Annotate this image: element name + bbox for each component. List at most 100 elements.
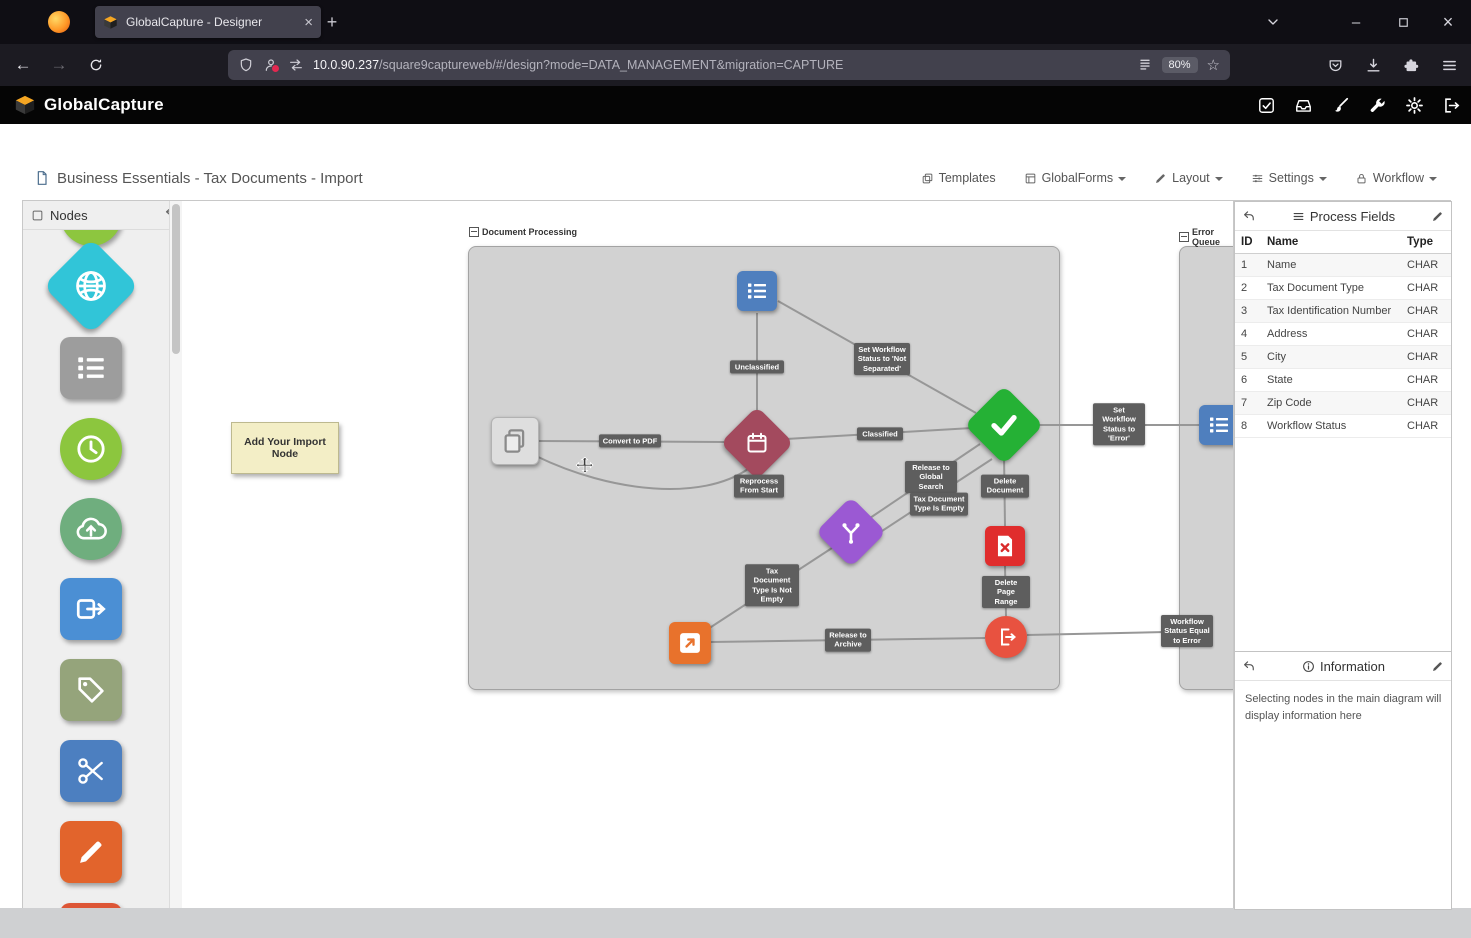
- globalforms-menu[interactable]: GlobalForms: [1024, 171, 1127, 185]
- firefox-icon[interactable]: [48, 11, 70, 33]
- delete-page-range-node[interactable]: [985, 526, 1025, 566]
- collapse-icon[interactable]: [1179, 232, 1189, 242]
- classify-node[interactable]: [737, 271, 777, 311]
- group-label[interactable]: Error Queue: [1179, 227, 1233, 247]
- table-row[interactable]: 5 City CHAR: [1235, 346, 1451, 369]
- sign-out-icon[interactable]: [1441, 95, 1461, 115]
- table-row[interactable]: 1 Name CHAR: [1235, 254, 1451, 277]
- batch-tray-icon[interactable]: [1293, 95, 1313, 115]
- templates-menu[interactable]: Templates: [921, 171, 996, 185]
- collapse-icon[interactable]: [469, 227, 479, 237]
- edge-label[interactable]: Convert to PDF: [599, 434, 661, 448]
- notification-dot: [271, 64, 280, 73]
- undock-arrow-icon[interactable]: [1242, 209, 1256, 223]
- tab-list-chevron-icon[interactable]: [1259, 8, 1287, 36]
- scissors-icon: [75, 755, 107, 787]
- validate-check-icon[interactable]: [1256, 95, 1276, 115]
- sidebar-node-classify[interactable]: [60, 337, 122, 399]
- archive-node[interactable]: [669, 622, 711, 664]
- edge-label[interactable]: Unclassified: [730, 360, 784, 374]
- image-export-icon: [676, 629, 704, 657]
- globalcapture-logo-icon[interactable]: [14, 94, 36, 116]
- sidebar-node-release[interactable]: [60, 578, 122, 640]
- zoom-indicator[interactable]: 80%: [1161, 57, 1198, 73]
- scrollbar-thumb[interactable]: [172, 204, 180, 354]
- workflow-lock-icon: [1355, 172, 1368, 185]
- edit-pencil-icon[interactable]: [1431, 210, 1444, 223]
- settings-sliders-icon: [1251, 172, 1264, 185]
- end-node[interactable]: [985, 616, 1027, 658]
- downloads-icon[interactable]: [1359, 51, 1387, 79]
- browser-tab[interactable]: GlobalCapture - Designer ×: [95, 6, 321, 38]
- settings-menu[interactable]: Settings: [1251, 171, 1327, 185]
- sidebar-node-separate[interactable]: [60, 740, 122, 802]
- group-label-text: Document Processing: [482, 227, 578, 237]
- workflow-menu[interactable]: Workflow: [1355, 171, 1437, 185]
- design-brush-icon[interactable]: [1330, 95, 1350, 115]
- edge-label[interactable]: Workflow Status Equal to Error: [1161, 614, 1213, 648]
- table-row[interactable]: 6 State CHAR: [1235, 369, 1451, 392]
- sidebar-node-partial-bottom[interactable]: [60, 903, 122, 909]
- edge-label[interactable]: Release to Archive: [825, 628, 871, 652]
- edge-label[interactable]: Set Workflow Status to 'Error': [1093, 403, 1145, 445]
- group-label[interactable]: Document Processing: [469, 227, 577, 237]
- sidebar-node-index[interactable]: [60, 659, 122, 721]
- undock-arrow-icon[interactable]: [1242, 659, 1256, 673]
- edge-label[interactable]: Set Workflow Status to 'Not Separated': [854, 342, 910, 376]
- table-row[interactable]: 8 Workflow Status CHAR: [1235, 415, 1451, 438]
- table-row[interactable]: 7 Zip Code CHAR: [1235, 392, 1451, 415]
- permissions-person-icon[interactable]: [263, 57, 280, 73]
- sidebar-node-annotate[interactable]: [60, 821, 122, 883]
- branch-icon: [838, 519, 864, 545]
- bookmark-star-icon[interactable]: ☆: [1206, 57, 1220, 74]
- window-close-button[interactable]: ×: [1442, 11, 1454, 32]
- import-node[interactable]: [491, 417, 539, 465]
- forward-button[interactable]: →: [50, 55, 68, 74]
- settings-gear-icon[interactable]: [1404, 95, 1424, 115]
- calendar-icon: [745, 431, 769, 455]
- error-queue-node[interactable]: [1199, 405, 1233, 445]
- cell-type: CHAR: [1407, 328, 1439, 340]
- site-info-switch-icon[interactable]: [288, 57, 304, 73]
- window-minimize-button[interactable]: –: [1351, 13, 1361, 31]
- window-maximize-button[interactable]: [1389, 8, 1417, 36]
- cell-type: CHAR: [1407, 282, 1439, 294]
- url-text[interactable]: 10.0.90.237/square9captureweb/#/design?m…: [313, 58, 1128, 72]
- list-icon: [74, 351, 108, 385]
- tab-close-icon[interactable]: ×: [304, 13, 313, 31]
- edge-label[interactable]: Classified: [857, 427, 903, 441]
- extensions-puzzle-icon[interactable]: [1397, 51, 1425, 79]
- workflow-canvas[interactable]: Document Processing Error Queue: [182, 201, 1234, 909]
- edge-label[interactable]: Reprocess From Start: [734, 474, 784, 498]
- sidebar-node-cloud-import[interactable]: [60, 498, 122, 560]
- sidebar-node-schedule[interactable]: [60, 418, 122, 480]
- edge-label[interactable]: Delete Document: [981, 474, 1029, 498]
- new-tab-button[interactable]: +: [326, 11, 338, 32]
- collapse-panel-arrow-icon[interactable]: [163, 208, 169, 222]
- checkbox-icon[interactable]: [31, 209, 44, 222]
- edit-pencil-icon[interactable]: [1431, 660, 1444, 673]
- pocket-icon[interactable]: [1321, 51, 1349, 79]
- edge-label[interactable]: Release to Global Search: [905, 460, 957, 494]
- edge-label[interactable]: Delete Page Range: [982, 575, 1030, 609]
- cell-type: CHAR: [1407, 351, 1439, 363]
- url-bar[interactable]: 10.0.90.237/square9captureweb/#/design?m…: [228, 50, 1230, 80]
- nodes-panel-header: Nodes: [23, 201, 169, 230]
- door-exit-icon: [994, 625, 1018, 649]
- table-row[interactable]: 2 Tax Document Type CHAR: [1235, 277, 1451, 300]
- tracking-shield-icon[interactable]: [238, 57, 254, 73]
- tools-wrench-icon[interactable]: [1367, 95, 1387, 115]
- document-icon: [34, 170, 50, 186]
- reload-button[interactable]: [82, 51, 110, 79]
- layout-menu[interactable]: Layout: [1154, 171, 1223, 185]
- edge-label[interactable]: Tax Document Type Is Empty: [910, 492, 968, 516]
- edge-label[interactable]: Tax Document Type Is Not Empty: [745, 564, 799, 606]
- cell-id: 7: [1241, 397, 1248, 409]
- cell-id: 8: [1241, 420, 1248, 432]
- table-row[interactable]: 3 Tax Identification Number CHAR: [1235, 300, 1451, 323]
- back-button[interactable]: ←: [14, 55, 32, 74]
- sidebar-node-globe[interactable]: [42, 237, 140, 335]
- reader-view-icon[interactable]: [1137, 57, 1153, 73]
- menu-hamburger-icon[interactable]: [1435, 51, 1463, 79]
- table-row[interactable]: 4 Address CHAR: [1235, 323, 1451, 346]
